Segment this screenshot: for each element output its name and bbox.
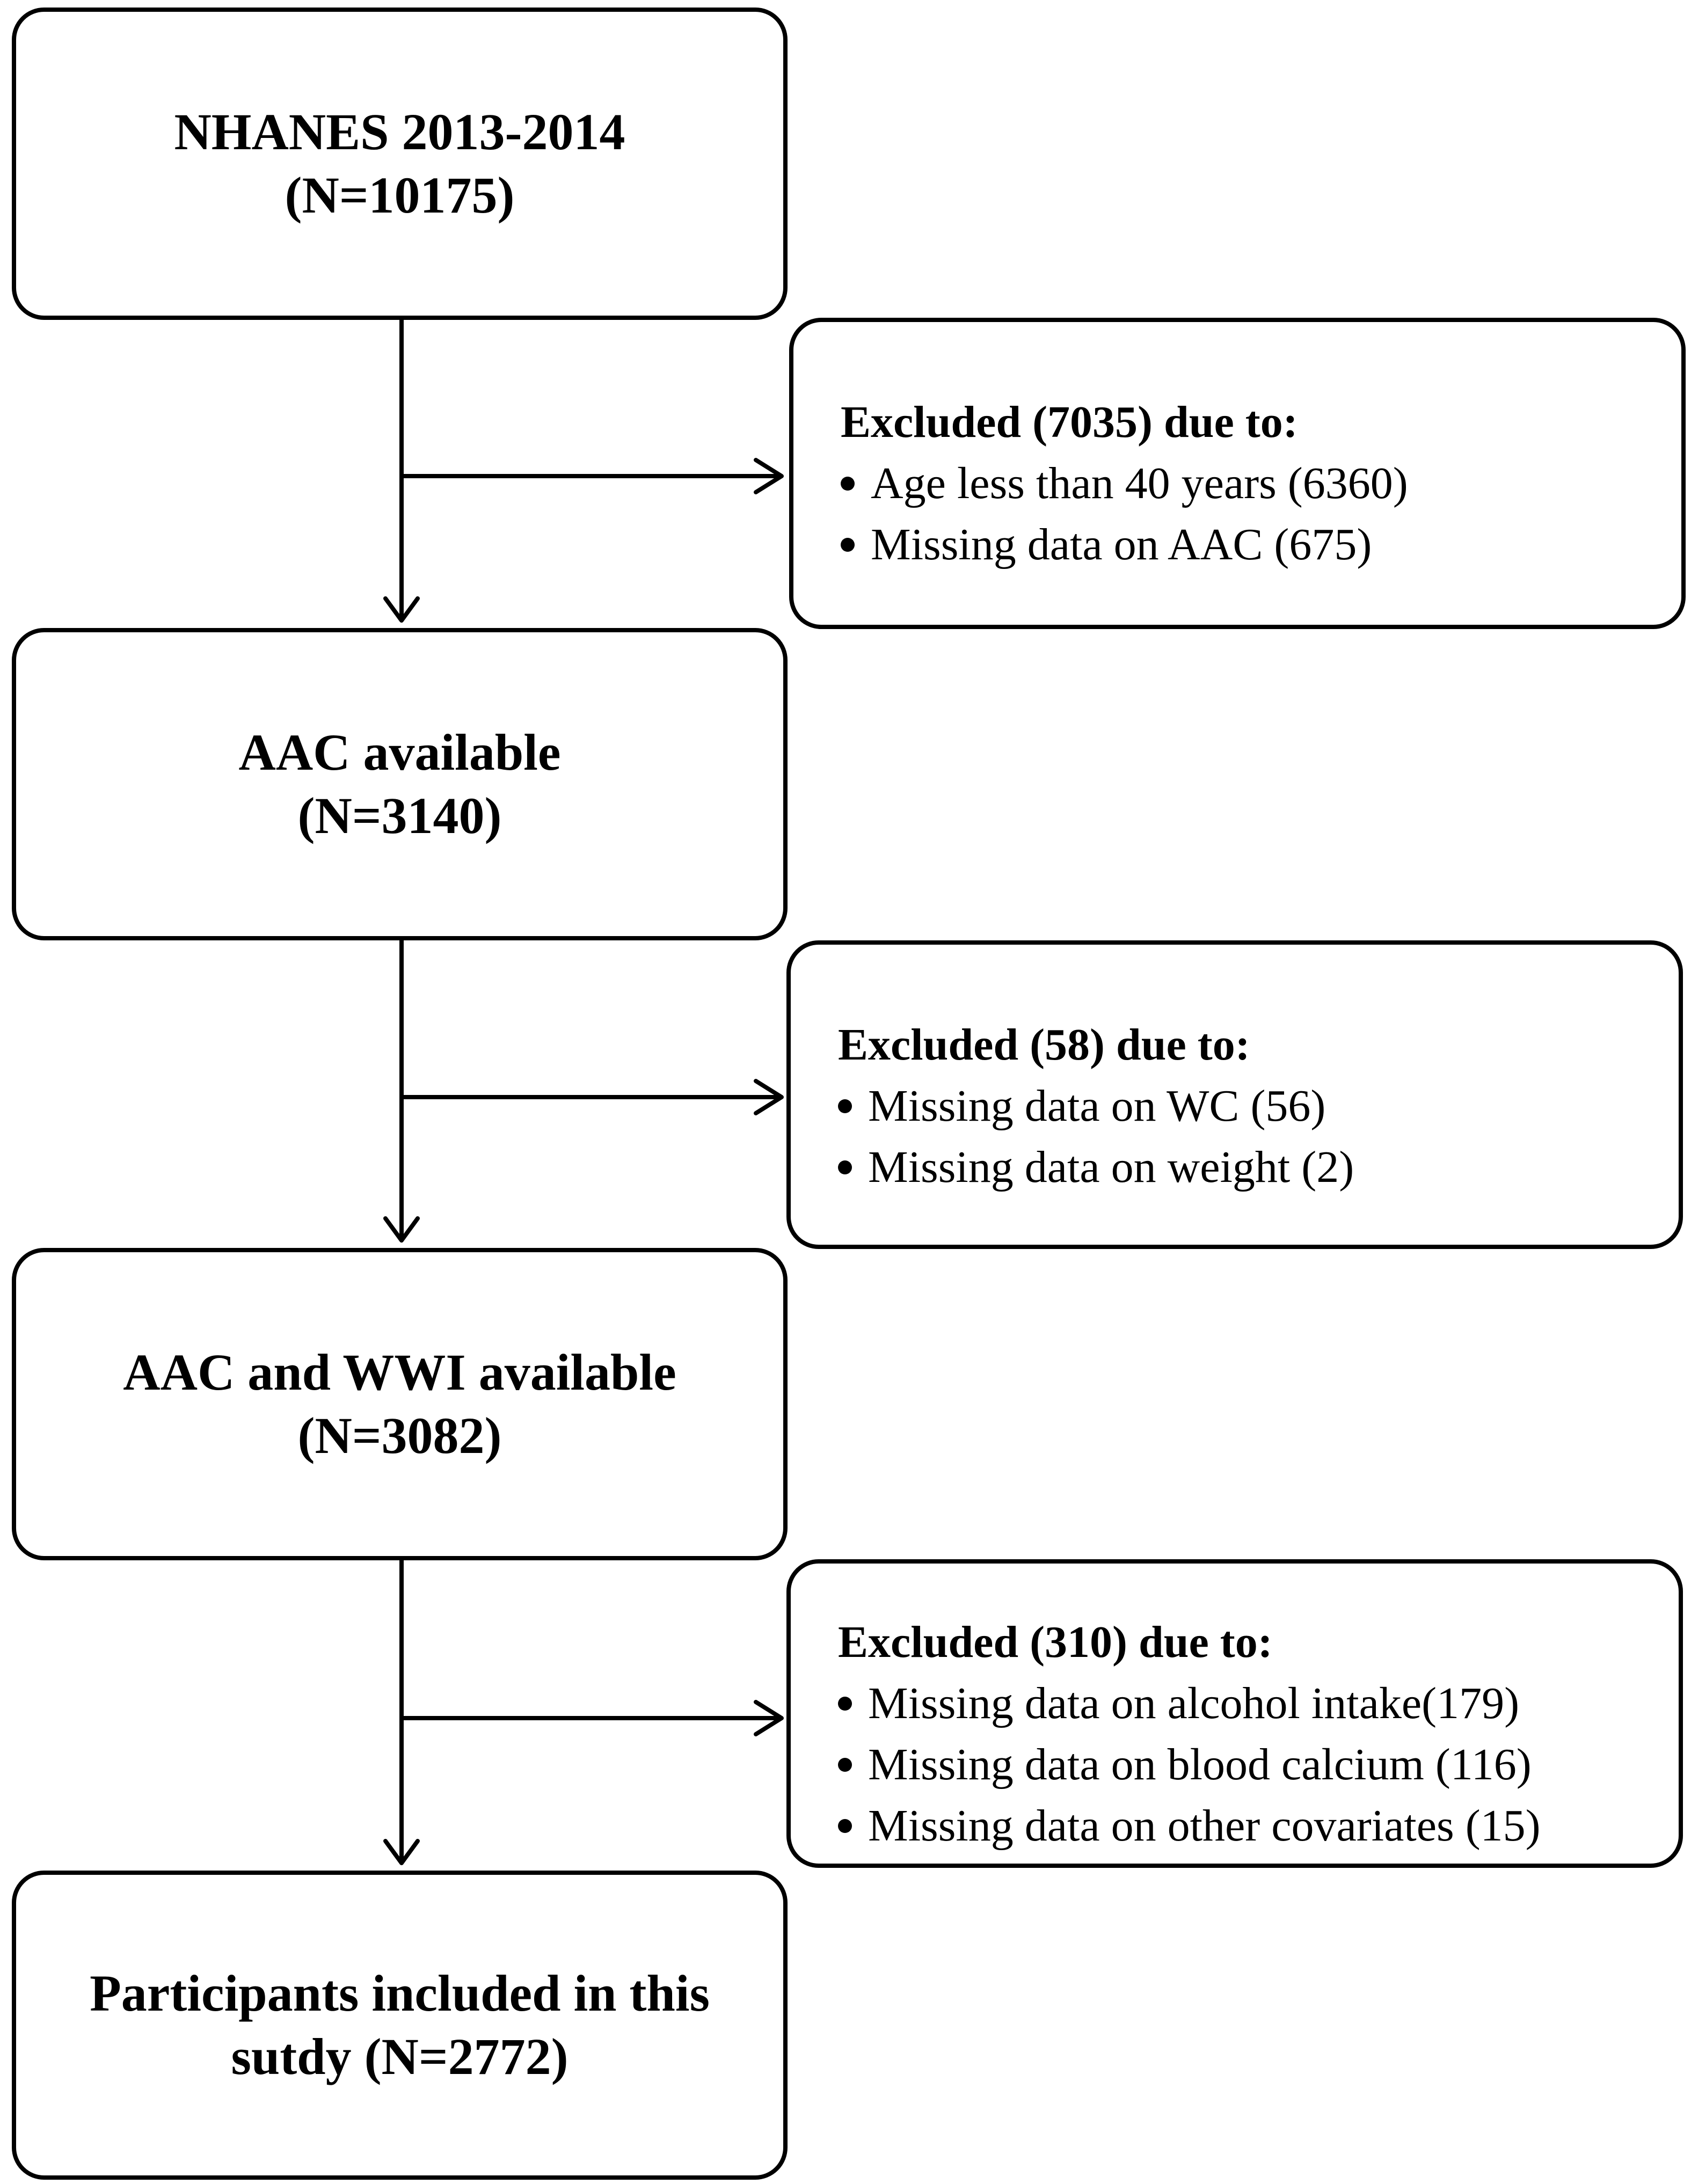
stage-box-participants-line-1: Participants included in this bbox=[90, 1964, 710, 2022]
bullet-icon bbox=[838, 1160, 852, 1174]
stage-box-nhanes-line-1: NHANES 2013-2014 bbox=[174, 103, 625, 160]
stage-box-aac-wwi-available: AAC and WWI available (N=3082) bbox=[12, 1248, 788, 1560]
exclusion-box-2: Excluded (58) due to: Missing data on WC… bbox=[786, 940, 1683, 1249]
stage-box-aac-available-line-2: (N=3140) bbox=[297, 787, 502, 844]
bullet-icon bbox=[838, 1819, 852, 1833]
bullet-icon bbox=[838, 1099, 852, 1113]
stage-box-aac-available: AAC available (N=3140) bbox=[12, 628, 788, 940]
list-item: Missing data on alcohol intake(179) bbox=[838, 1673, 1679, 1734]
arrowhead-right-2 bbox=[754, 1079, 784, 1115]
exclusion-box-1: Excluded (7035) due to: Age less than 40… bbox=[789, 318, 1686, 629]
exclusion-box-1-list: Age less than 40 years (6360) Missing da… bbox=[841, 453, 1681, 575]
arrowhead-down-3 bbox=[383, 1839, 420, 1865]
bullet-icon bbox=[841, 538, 855, 552]
exclusion-box-3: Excluded (310) due to: Missing data on a… bbox=[786, 1559, 1683, 1868]
exclusion-box-1-title: Excluded (7035) due to: bbox=[841, 397, 1298, 447]
exclusion-box-2-list: Missing data on WC (56) Missing data on … bbox=[838, 1076, 1679, 1198]
arrowhead-right-1 bbox=[754, 458, 784, 494]
stage-box-participants-line-2: sutdy (N=2772) bbox=[231, 2028, 568, 2085]
stage-box-nhanes: NHANES 2013-2014 (N=10175) bbox=[12, 8, 788, 320]
list-item: Missing data on other covariates (15) bbox=[838, 1795, 1679, 1857]
list-item: Age less than 40 years (6360) bbox=[841, 453, 1681, 514]
arrowhead-right-3 bbox=[754, 1700, 784, 1736]
arrowhead-down-1 bbox=[383, 596, 420, 623]
arrowhead-down-2 bbox=[383, 1216, 420, 1243]
list-item: Missing data on AAC (675) bbox=[841, 514, 1681, 575]
stage-box-aac-wwi-available-line-2: (N=3082) bbox=[297, 1407, 502, 1464]
bullet-icon bbox=[841, 477, 855, 491]
bullet-icon bbox=[838, 1697, 852, 1711]
exclusion-box-3-list: Missing data on alcohol intake(179) Miss… bbox=[838, 1673, 1679, 1857]
list-item: Missing data on weight (2) bbox=[838, 1137, 1679, 1198]
exclusion-box-2-title: Excluded (58) due to: bbox=[838, 1020, 1250, 1070]
exclusion-box-3-title: Excluded (310) due to: bbox=[838, 1617, 1273, 1667]
bullet-icon bbox=[838, 1758, 852, 1772]
stage-box-nhanes-line-2: (N=10175) bbox=[285, 166, 515, 224]
list-item: Missing data on WC (56) bbox=[838, 1076, 1679, 1137]
stage-box-aac-wwi-available-line-1: AAC and WWI available bbox=[123, 1343, 676, 1401]
stage-box-participants-included: Participants included in this sutdy (N=2… bbox=[12, 1871, 788, 2180]
stage-box-aac-available-line-1: AAC available bbox=[238, 724, 561, 781]
list-item: Missing data on blood calcium (116) bbox=[838, 1734, 1679, 1795]
